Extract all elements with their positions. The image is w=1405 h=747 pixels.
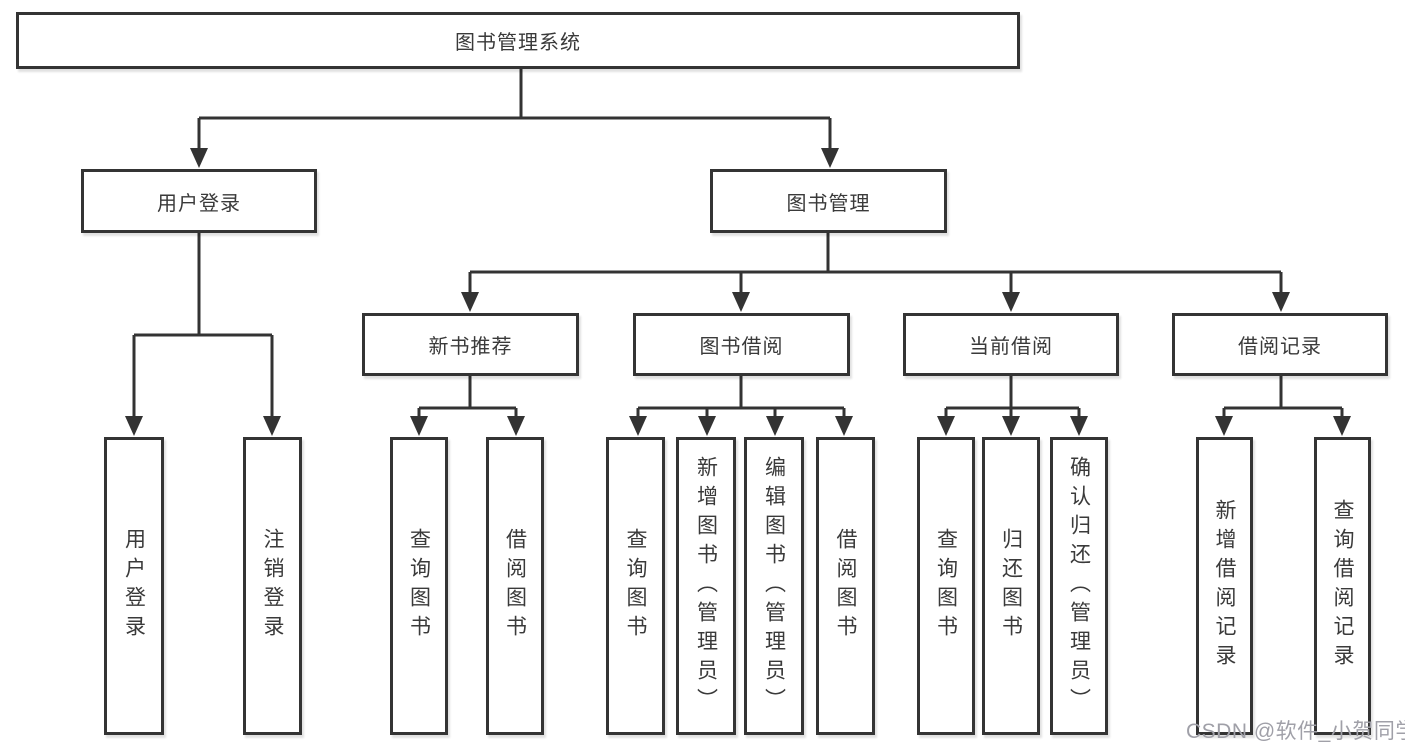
leaf-logout-label: 注销登录: [261, 528, 284, 644]
leaf-search-borrow-record-label: 查询借阅记录: [1331, 499, 1354, 673]
leaf-search-books-recommend-label: 查询图书: [407, 528, 431, 644]
leaf-return-books-label: 归还图书: [999, 528, 1023, 644]
node-book-borrowing-label: 图书借阅: [699, 336, 784, 358]
leaf-search-books-current-label: 查询图书: [934, 528, 958, 644]
edge-bookmgmt-to-level3: [468, 233, 1283, 294]
leaf-edit-book-admin: 编辑图书（管理员）: [744, 437, 804, 735]
node-new-book-recommendation-label: 新书推荐: [428, 336, 513, 358]
node-borrowing-records: 借阅记录: [1172, 313, 1388, 376]
leaf-user-login-label: 用户登录: [122, 528, 146, 644]
edge-recommend-to-leaves: [417, 376, 518, 418]
leaf-search-books-current: 查询图书: [917, 437, 975, 735]
node-user-login: 用户登录: [81, 169, 317, 233]
leaf-add-borrow-record-label: 新增借阅记录: [1213, 499, 1236, 673]
node-new-book-recommendation: 新书推荐: [362, 313, 579, 376]
csdn-watermark: CSDN @软件_小贺同学: [1186, 720, 1405, 743]
leaf-return-books: 归还图书: [982, 437, 1040, 735]
leaf-user-login: 用户登录: [104, 437, 164, 735]
edge-borrowing-to-leaves: [636, 376, 846, 418]
node-root: 图书管理系统: [16, 12, 1020, 69]
node-root-label: 图书管理系统: [455, 32, 581, 54]
node-book-management: 图书管理: [710, 169, 947, 233]
node-user-login-label: 用户登录: [157, 192, 241, 215]
leaf-confirm-return-admin: 确认归还（管理员）: [1050, 437, 1108, 735]
leaf-borrow-books-recommend: 借阅图书: [486, 437, 544, 735]
leaf-confirm-return-admin-label: 确认归还（管理员）: [1067, 455, 1091, 717]
leaf-add-book-admin-label: 新增图书（管理员）: [694, 455, 718, 717]
leaf-search-books-borrowing: 查询图书: [606, 437, 665, 735]
leaf-borrow-books-borrowing: 借阅图书: [816, 437, 875, 735]
leaf-search-books-recommend: 查询图书: [390, 437, 448, 735]
node-book-management-label: 图书管理: [786, 192, 871, 215]
leaf-search-borrow-record: 查询借阅记录: [1314, 437, 1371, 735]
node-book-borrowing: 图书借阅: [633, 313, 850, 376]
leaf-borrow-books-borrowing-label: 借阅图书: [834, 528, 857, 644]
leaf-search-books-borrowing-label: 查询图书: [624, 528, 647, 644]
node-current-borrowing-label: 当前借阅: [969, 336, 1053, 358]
node-borrowing-records-label: 借阅记录: [1238, 336, 1322, 358]
edge-current-to-leaves: [944, 376, 1081, 418]
edge-records-to-leaves: [1222, 376, 1344, 418]
leaf-borrow-books-recommend-label: 借阅图书: [503, 528, 527, 644]
leaf-add-borrow-record: 新增借阅记录: [1196, 437, 1253, 735]
leaf-logout: 注销登录: [243, 437, 302, 735]
edge-userlogin-to-leaves: [132, 233, 274, 418]
edge-root-to-level2: [197, 69, 832, 151]
leaf-edit-book-admin-label: 编辑图书（管理员）: [762, 455, 786, 717]
arrowheads: [125, 148, 1351, 436]
node-current-borrowing: 当前借阅: [903, 313, 1119, 376]
leaf-add-book-admin: 新增图书（管理员）: [676, 437, 736, 735]
